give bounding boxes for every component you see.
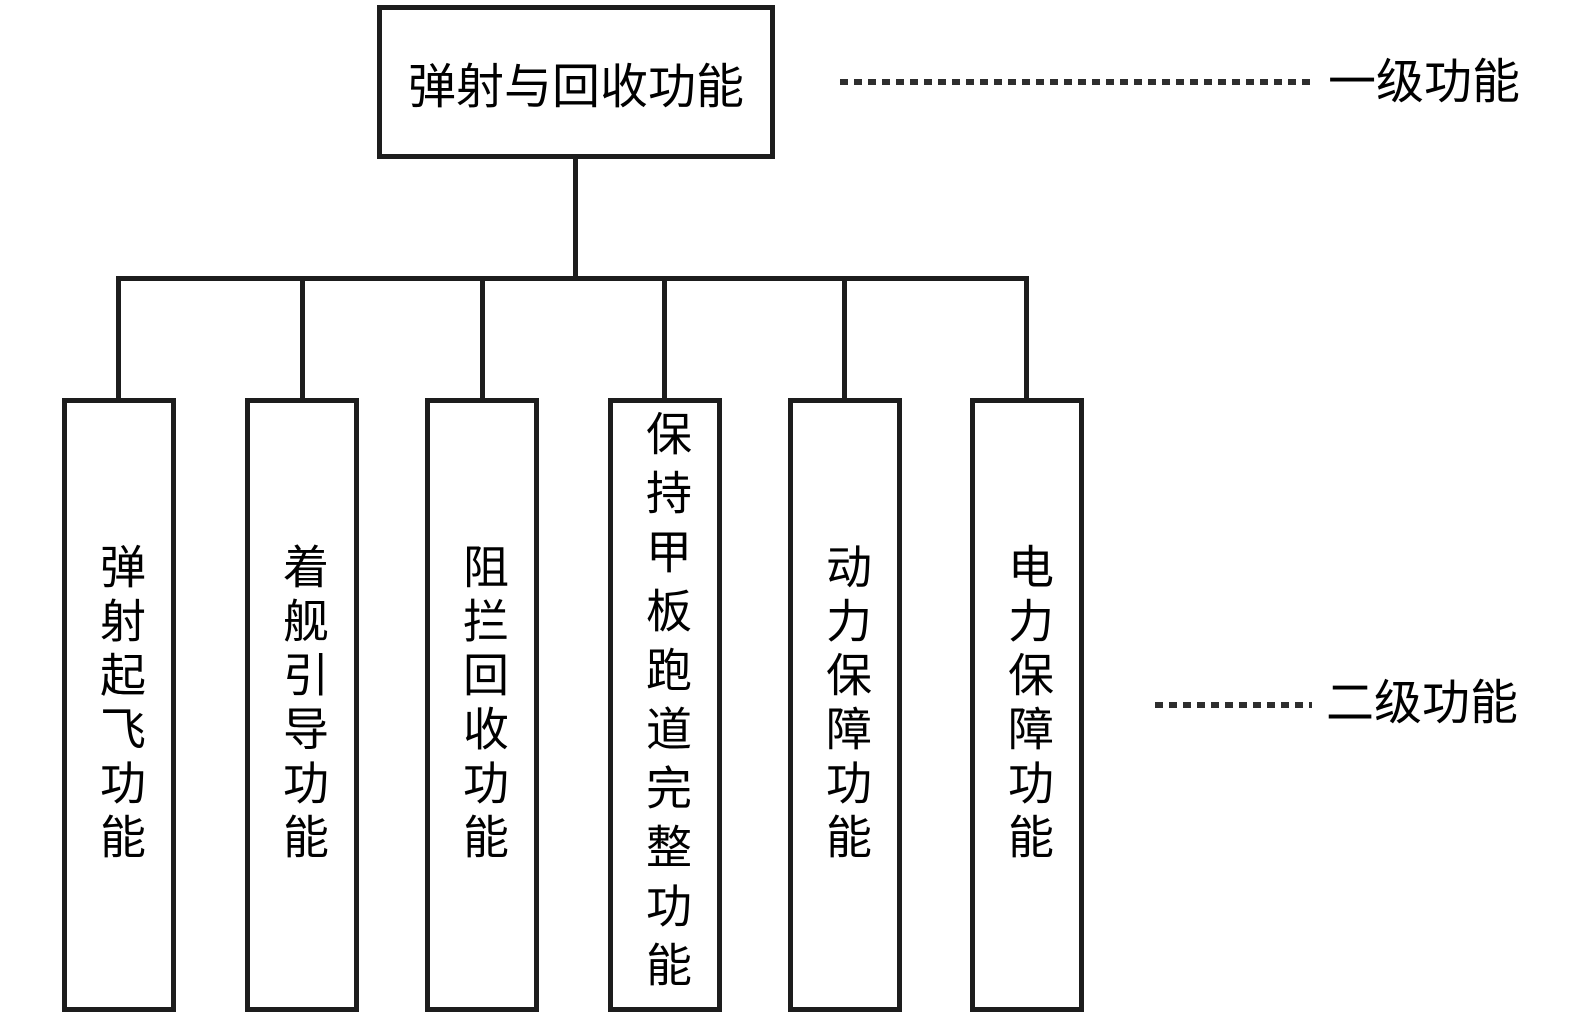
- legend-label-level2: 二级功能: [1326, 677, 1519, 730]
- connector-drop-1: [116, 276, 121, 398]
- connector-drop-3: [480, 276, 485, 398]
- root-node-label: 弹射与回收功能: [407, 61, 744, 114]
- legend-dotted-line-level1: [840, 79, 1310, 85]
- root-node: 弹射与回收功能: [377, 5, 775, 159]
- child-node-label: 阻拦回收功能: [457, 543, 508, 867]
- child-node-label: 动力保障功能: [820, 543, 871, 867]
- child-node-electric-support: 电力保障功能: [970, 398, 1084, 1012]
- connector-drop-2: [300, 276, 305, 398]
- legend-dotted-line-level2: [1155, 702, 1312, 708]
- legend-label-level1: 一级功能: [1328, 56, 1521, 109]
- child-node-deck-runway-integrity: 保持甲板跑道完整功能: [608, 398, 722, 1012]
- child-node-label: 着舰引导功能: [277, 543, 328, 867]
- connector-drop-6: [1024, 276, 1029, 398]
- connector-riser: [573, 158, 578, 281]
- child-node-arresting-recovery: 阻拦回收功能: [425, 398, 539, 1012]
- connector-drop-4: [662, 276, 667, 398]
- connector-rail: [116, 276, 1029, 281]
- child-node-label: 保持甲板跑道完整功能: [640, 410, 691, 1000]
- child-node-power-support: 动力保障功能: [788, 398, 902, 1012]
- child-node-label: 弹射起飞功能: [94, 543, 145, 867]
- child-node-catapult-takeoff: 弹射起飞功能: [62, 398, 176, 1012]
- child-node-landing-guidance: 着舰引导功能: [245, 398, 359, 1012]
- child-node-label: 电力保障功能: [1002, 543, 1053, 867]
- connector-drop-5: [842, 276, 847, 398]
